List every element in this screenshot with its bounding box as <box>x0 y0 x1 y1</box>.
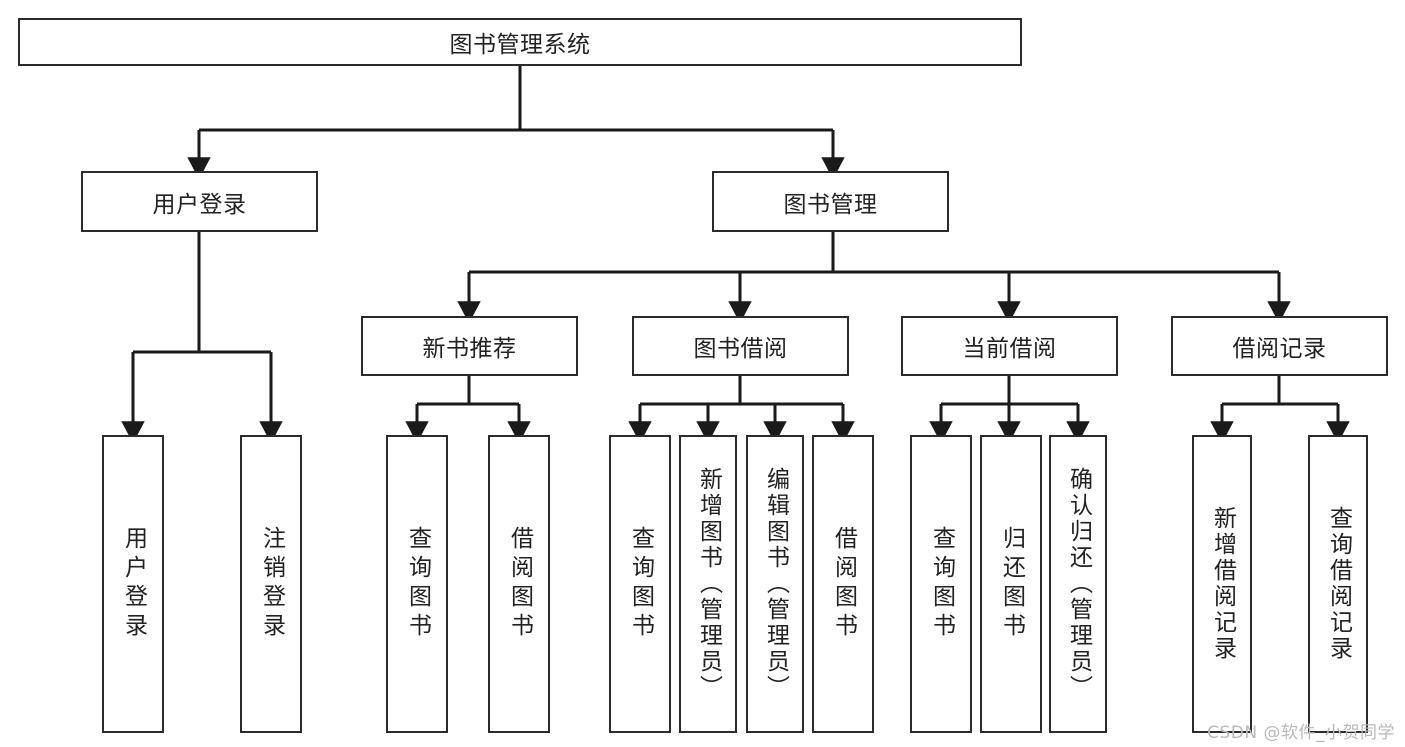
node-book-manage-label: 图书管理 <box>783 191 878 218</box>
node-leaf-add-book-admin-label: 新增图书（管理员） <box>695 467 722 701</box>
node-leaf-query-book-1-label: 查询图书 <box>404 526 431 642</box>
node-leaf-edit-book-admin[interactable]: 编辑图书（管理员） <box>746 435 804 733</box>
node-root[interactable]: 图书管理系统 <box>18 18 1022 66</box>
node-leaf-query-book-3-label: 查询图书 <box>928 526 955 642</box>
node-user-login-label: 用户登录 <box>152 191 247 218</box>
node-leaf-query-book-2[interactable]: 查询图书 <box>609 435 671 733</box>
node-leaf-borrow-book-2-label: 借阅图书 <box>830 526 857 642</box>
node-leaf-query-book-1[interactable]: 查询图书 <box>386 435 448 733</box>
node-borrow-record-label: 借阅记录 <box>1232 336 1327 362</box>
node-current-borrow[interactable]: 当前借阅 <box>901 316 1118 376</box>
node-leaf-return-book-label: 归还图书 <box>998 526 1025 642</box>
node-leaf-edit-book-admin-label: 编辑图书（管理员） <box>762 467 789 701</box>
node-root-label: 图书管理系统 <box>449 32 591 58</box>
node-leaf-add-book-admin[interactable]: 新增图书（管理员） <box>679 435 737 733</box>
node-leaf-query-book-3[interactable]: 查询图书 <box>910 435 972 733</box>
node-leaf-logout[interactable]: 注销登录 <box>240 435 302 733</box>
node-leaf-query-book-2-label: 查询图书 <box>627 526 654 642</box>
node-leaf-user-login-label: 用户登录 <box>120 526 147 642</box>
node-leaf-logout-label: 注销登录 <box>258 526 285 642</box>
node-leaf-add-record-label: 新增借阅记录 <box>1209 506 1236 662</box>
node-borrow-record[interactable]: 借阅记录 <box>1171 316 1388 376</box>
node-book-manage[interactable]: 图书管理 <box>712 171 949 232</box>
node-book-borrow[interactable]: 图书借阅 <box>632 316 849 376</box>
node-new-book-recommend-label: 新书推荐 <box>422 336 517 362</box>
node-leaf-query-record[interactable]: 查询借阅记录 <box>1308 435 1368 733</box>
node-leaf-query-record-label: 查询借阅记录 <box>1325 506 1352 662</box>
node-leaf-borrow-book-2[interactable]: 借阅图书 <box>812 435 874 733</box>
node-leaf-borrow-book-1[interactable]: 借阅图书 <box>488 435 550 733</box>
node-new-book-recommend[interactable]: 新书推荐 <box>361 316 578 376</box>
node-leaf-confirm-return-admin[interactable]: 确认归还（管理员） <box>1049 435 1107 733</box>
node-book-borrow-label: 图书借阅 <box>693 336 788 362</box>
csdn-watermark: CSDN @软件_小贺同学 <box>1207 723 1395 743</box>
node-leaf-user-login[interactable]: 用户登录 <box>102 435 164 733</box>
node-leaf-borrow-book-1-label: 借阅图书 <box>506 526 533 642</box>
node-leaf-add-record[interactable]: 新增借阅记录 <box>1192 435 1252 733</box>
node-leaf-confirm-return-admin-label: 确认归还（管理员） <box>1065 467 1092 701</box>
node-current-borrow-label: 当前借阅 <box>962 336 1057 362</box>
node-leaf-return-book[interactable]: 归还图书 <box>980 435 1042 733</box>
node-user-login[interactable]: 用户登录 <box>81 171 318 232</box>
